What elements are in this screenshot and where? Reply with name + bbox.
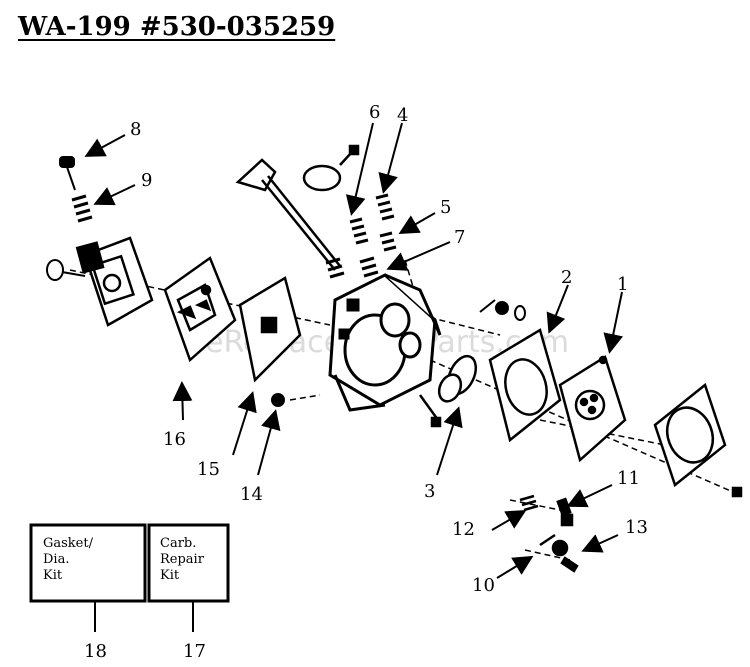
callout-1: 1 xyxy=(617,274,628,295)
part-16-plate xyxy=(163,256,237,363)
repair-kit-line2: Repair xyxy=(160,552,205,567)
part-1-diaphragm xyxy=(558,355,627,463)
callout-9: 9 xyxy=(141,170,152,191)
throttle-lever xyxy=(235,144,360,271)
pump-cover xyxy=(653,382,743,498)
callout-17: 17 xyxy=(183,641,206,662)
part-2-gasket xyxy=(488,328,562,443)
page-title: WA-199 #530-035259 xyxy=(18,12,336,42)
callout-14: 14 xyxy=(240,484,263,505)
callout-3: 3 xyxy=(424,481,435,502)
gasket-kit-line2: Dia. xyxy=(43,552,69,567)
callout-13: 13 xyxy=(625,517,648,538)
end-cover xyxy=(75,236,154,327)
callout-arrows xyxy=(84,122,624,579)
callout-7: 7 xyxy=(454,227,465,248)
carburetor-body xyxy=(328,273,442,412)
callout-18: 18 xyxy=(84,641,107,662)
callout-16: 16 xyxy=(163,429,186,450)
part-3-swivel xyxy=(418,354,478,428)
callout-2: 2 xyxy=(561,267,572,288)
repair-kit-line3: Kit xyxy=(160,568,180,583)
parts-5-6-7-needles xyxy=(325,193,397,279)
callout-5: 5 xyxy=(440,197,451,218)
gasket-kit-line1: Gasket/ xyxy=(43,536,94,551)
callout-numbers: 1 2 3 4 5 6 7 8 9 10 11 12 13 14 15 16 xyxy=(130,102,648,596)
callout-15: 15 xyxy=(197,459,220,480)
part-15-diaphragm xyxy=(238,276,302,383)
side-screw xyxy=(46,259,86,281)
part-8-screw xyxy=(59,156,76,191)
callout-8: 8 xyxy=(130,119,141,140)
fitting xyxy=(479,299,526,321)
callout-6: 6 xyxy=(369,102,380,123)
gasket-kit-box: Gasket/ Dia. Kit 18 xyxy=(29,523,147,662)
gasket-kit-line3: Kit xyxy=(43,568,63,583)
callout-10: 10 xyxy=(472,575,495,596)
part-9-spring xyxy=(71,194,93,223)
part-14-check xyxy=(271,393,285,407)
callout-11: 11 xyxy=(617,468,640,489)
callout-12: 12 xyxy=(452,519,475,540)
repair-kit-line1: Carb. xyxy=(160,536,196,551)
repair-kit-box: Carb. Repair Kit 17 xyxy=(147,523,230,662)
callout-4: 4 xyxy=(397,105,408,126)
